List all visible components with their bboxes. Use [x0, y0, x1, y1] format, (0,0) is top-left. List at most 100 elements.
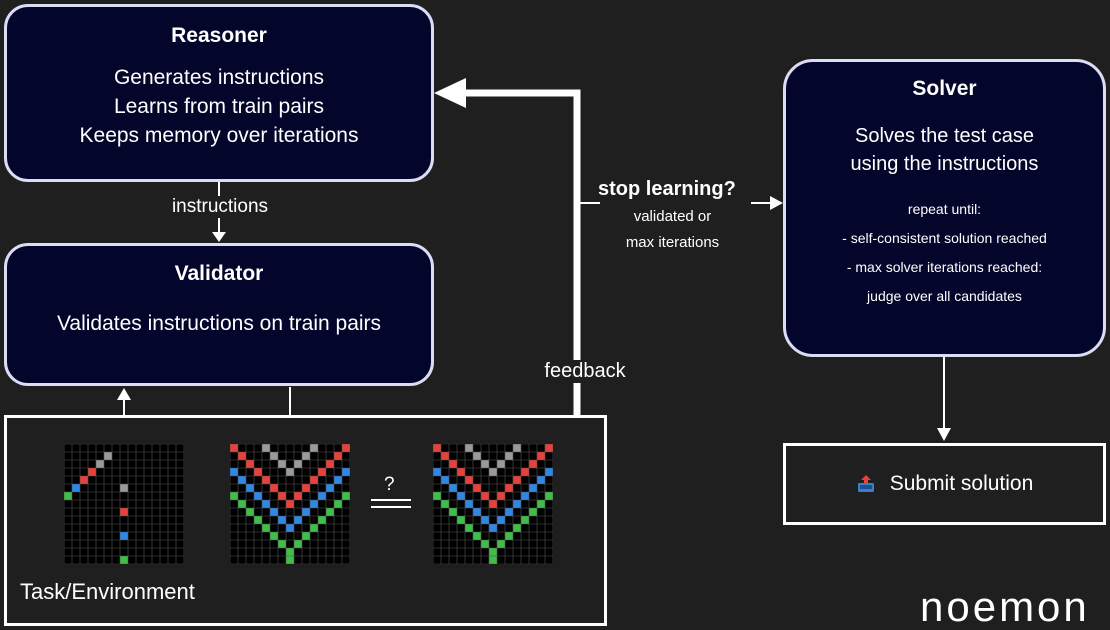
validator-box: Validator Validates instructions on trai…	[4, 243, 434, 386]
grid-cell	[489, 548, 497, 556]
grid-cell	[310, 476, 318, 484]
grid-cell	[505, 484, 513, 492]
grid-cell	[302, 532, 310, 540]
grid-cell	[286, 556, 294, 564]
grid-cell	[497, 492, 505, 500]
brand-logo-text: noemon	[920, 583, 1090, 630]
grid-cell	[64, 492, 72, 500]
grid-cell	[513, 524, 521, 532]
grid-cell	[334, 476, 342, 484]
grid-cell	[513, 500, 521, 508]
grid-cell	[481, 460, 489, 468]
grid-cell	[449, 508, 457, 516]
grid-cell	[545, 444, 553, 452]
grid-cell	[481, 516, 489, 524]
grid-cell	[120, 532, 128, 540]
grid-cell	[310, 524, 318, 532]
grid-cell	[521, 516, 529, 524]
grid-cell	[104, 452, 112, 460]
reasoner-line: Learns from train pairs	[113, 95, 325, 118]
grid-cell	[278, 516, 286, 524]
feedback-label: feedback	[530, 360, 640, 383]
grid-cell	[457, 516, 465, 524]
grid-cell	[310, 500, 318, 508]
grid-cell	[465, 500, 473, 508]
compare-question-mark: ?	[384, 474, 395, 495]
grid-cell	[286, 524, 294, 532]
grid-cell	[310, 444, 318, 452]
grid-cell	[270, 452, 278, 460]
stop-learning-subtext: validated or	[633, 208, 712, 225]
grid-cell	[262, 524, 270, 532]
candidate-output-grid	[433, 444, 553, 564]
grid-cell	[457, 468, 465, 476]
grid-background	[64, 444, 184, 564]
grid-cell	[238, 500, 246, 508]
instructions-label: instructions	[171, 196, 269, 217]
grid-cell	[545, 492, 553, 500]
grid-cell	[521, 492, 529, 500]
grid-cell	[521, 468, 529, 476]
grid-cell	[505, 532, 513, 540]
grid-cell	[326, 508, 334, 516]
grid-cell	[254, 468, 262, 476]
grid-cell	[342, 492, 350, 500]
grid-cell	[294, 516, 302, 524]
solver-repeat-line: repeat until:	[907, 201, 982, 217]
grid-cell	[334, 500, 342, 508]
solver-repeat-line: - max solver iterations reached:	[846, 259, 1043, 275]
grid-cell	[545, 468, 553, 476]
env-to-validator-arrowhead	[117, 388, 131, 400]
grid-cell	[473, 508, 481, 516]
grid-cell	[449, 460, 457, 468]
reasoner-line: Generates instructions	[113, 66, 325, 89]
grid-cell	[342, 444, 350, 452]
grid-cell	[529, 460, 537, 468]
grid-cell	[505, 452, 513, 460]
grid-cell	[286, 548, 294, 556]
grid-cell	[481, 540, 489, 548]
grid-cell	[262, 476, 270, 484]
stop-learning-label: stop learning?	[598, 178, 736, 200]
grid-cell	[238, 452, 246, 460]
equals-symbol-lower	[371, 506, 411, 508]
grid-cell	[318, 468, 326, 476]
solver-title: Solver	[912, 77, 977, 100]
grid-cell	[326, 460, 334, 468]
grid-cell	[489, 524, 497, 532]
task-environment-label: Task/Environment	[20, 579, 195, 604]
grid-cell	[433, 468, 441, 476]
solver-repeat-line: - self-consistent solution reached	[842, 230, 1047, 246]
grid-cell	[294, 540, 302, 548]
solver-box: Solver Solves the test case using the in…	[783, 59, 1106, 357]
grid-cell	[302, 452, 310, 460]
grid-cell	[481, 492, 489, 500]
grid-cell	[238, 476, 246, 484]
reasoner-title: Reasoner	[171, 24, 267, 47]
validator-line: Validates instructions on train pairs	[56, 312, 382, 335]
grid-cell	[80, 476, 88, 484]
grid-cell	[294, 492, 302, 500]
grid-cell	[505, 508, 513, 516]
grid-cell	[278, 492, 286, 500]
reasoner-line: Keeps memory over iterations	[79, 124, 359, 147]
feedback-arrowhead	[434, 78, 466, 108]
outbox-tray-icon	[857, 475, 874, 492]
reasoner-box: Reasoner Generates instructions Learns f…	[4, 4, 434, 182]
feedback-arrow-line	[462, 89, 581, 416]
train-input-grid	[64, 444, 184, 564]
grid-cell	[473, 484, 481, 492]
grid-cell	[529, 484, 537, 492]
submit-solution-box: Submit solution	[783, 443, 1106, 525]
grid-cell	[441, 476, 449, 484]
grid-cell	[497, 460, 505, 468]
grid-cell	[254, 492, 262, 500]
grid-cell	[270, 532, 278, 540]
solver-line: Solves the test case	[855, 125, 1034, 147]
grid-cell	[537, 476, 545, 484]
grid-cell	[326, 484, 334, 492]
grid-cell	[230, 492, 238, 500]
grid-cell	[286, 468, 294, 476]
grid-cell	[294, 460, 302, 468]
grid-cell	[489, 556, 497, 564]
